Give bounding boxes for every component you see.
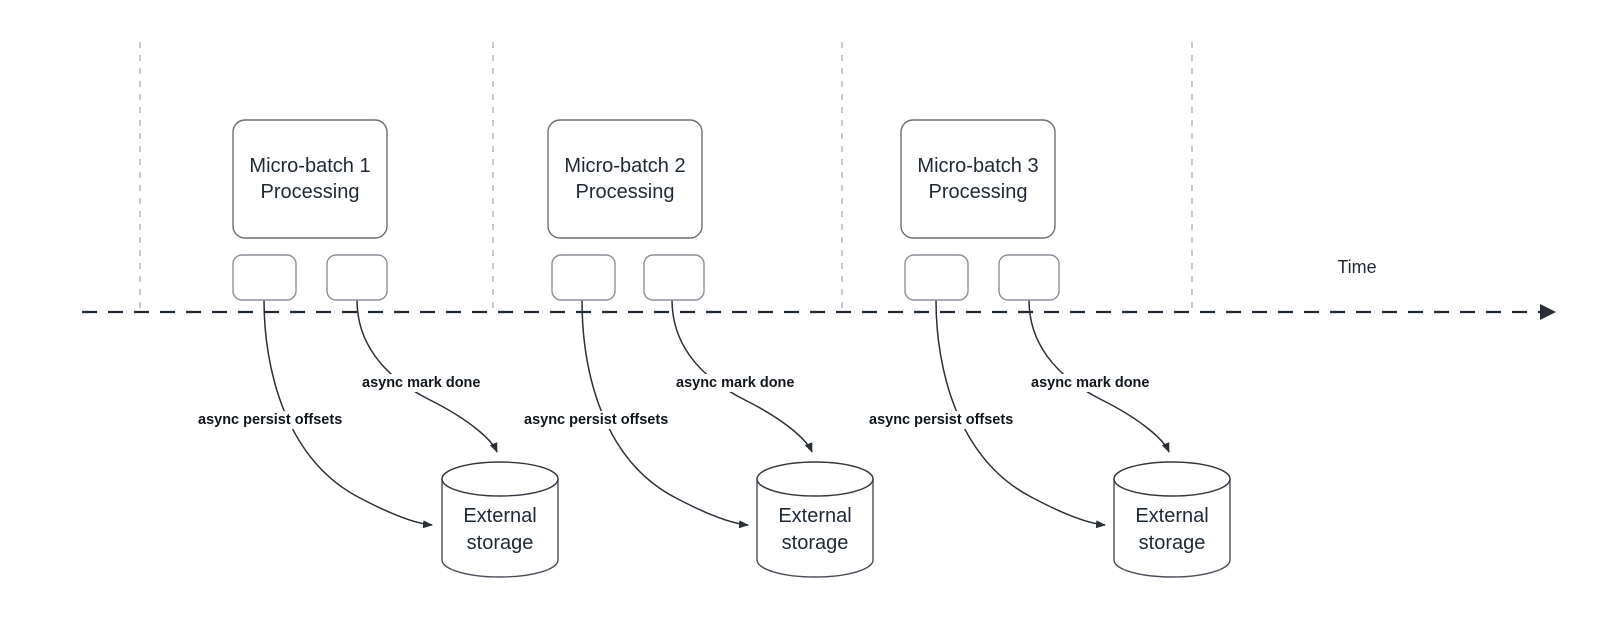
mini-box-2b[interactable] bbox=[643, 254, 705, 301]
edge-markdone-2-label: async mark done bbox=[676, 375, 794, 391]
batch-3-label-line2: Processing bbox=[929, 181, 1028, 203]
mini-box-2a[interactable] bbox=[551, 254, 616, 301]
edge-markdone-2-path bbox=[671, 299, 813, 453]
storage-2-label-line2: storage bbox=[782, 532, 849, 554]
storage-1-label-line2: storage bbox=[467, 532, 534, 554]
storage-1-cylinder-top bbox=[441, 461, 559, 497]
batch-3-box[interactable] bbox=[900, 119, 1056, 239]
timeline-tick-lines bbox=[139, 42, 1193, 313]
storage-3-label-line2: storage bbox=[1139, 532, 1206, 554]
edge-persist-2-label: async persist offsets bbox=[524, 412, 668, 428]
edge-persist-2-path bbox=[581, 299, 749, 529]
edge-markdone-3-path bbox=[1028, 299, 1170, 453]
edge-markdone-1-label-backdrop bbox=[359, 374, 484, 392]
batch-2-label-line1: Micro-batch 2 bbox=[564, 155, 685, 177]
mini-box-3a[interactable] bbox=[904, 254, 969, 301]
edge-persist-1-label: async persist offsets bbox=[198, 412, 342, 428]
process-nodes: Micro-batch 1 Processing Micro-batch 2 Proc… bbox=[232, 119, 1060, 301]
batch-1-label-line2: Processing bbox=[261, 181, 360, 203]
axis-label-group: Time bbox=[1337, 257, 1376, 277]
edge-persist-1-label-backdrop bbox=[195, 411, 346, 429]
storage-nodes: External storage External storage External st… bbox=[441, 461, 1231, 578]
edge-persist-3-label: async persist offsets bbox=[869, 412, 1013, 428]
storage-2-label-line1: External bbox=[778, 505, 851, 527]
storage-3-cylinder-top bbox=[1113, 461, 1231, 497]
batch-1-label-line1: Micro-batch 1 bbox=[249, 155, 370, 177]
time-axis-label: Time bbox=[1337, 257, 1376, 277]
storage-2-cylinder-body[interactable] bbox=[756, 478, 874, 578]
flow-edges bbox=[263, 299, 1170, 529]
edge-markdone-3-label-backdrop bbox=[1028, 374, 1153, 392]
time-axis-arrowhead bbox=[1540, 304, 1556, 320]
edge-markdone-3-label: async mark done bbox=[1031, 375, 1149, 391]
batch-1-box[interactable] bbox=[232, 119, 388, 239]
edge-persist-1-path bbox=[263, 299, 433, 529]
edge-markdone-1-label: async mark done bbox=[362, 375, 480, 391]
mini-box-3b[interactable] bbox=[998, 254, 1060, 301]
batch-3-label-line1: Micro-batch 3 bbox=[917, 155, 1038, 177]
edge-markdone-1-path bbox=[356, 299, 498, 453]
edge-markdone-2-label-backdrop bbox=[673, 374, 798, 392]
mini-box-1b[interactable] bbox=[326, 254, 388, 301]
edge-persist-2-label-backdrop bbox=[521, 411, 672, 429]
storage-2-cylinder-top bbox=[756, 461, 874, 497]
time-axis bbox=[82, 304, 1556, 320]
storage-3-label-line1: External bbox=[1135, 505, 1208, 527]
storage-3-cylinder-body[interactable] bbox=[1113, 478, 1231, 578]
batch-2-label-line2: Processing bbox=[576, 181, 675, 203]
mini-box-1a[interactable] bbox=[232, 254, 297, 301]
batch-2-box[interactable] bbox=[547, 119, 703, 239]
storage-1-cylinder-body[interactable] bbox=[441, 478, 559, 578]
edge-persist-3-label-backdrop bbox=[866, 411, 1017, 429]
edge-persist-3-path bbox=[935, 299, 1106, 529]
edge-labels: async persist offsets async mark done asyn… bbox=[195, 374, 1153, 429]
storage-1-label-line1: External bbox=[463, 505, 536, 527]
